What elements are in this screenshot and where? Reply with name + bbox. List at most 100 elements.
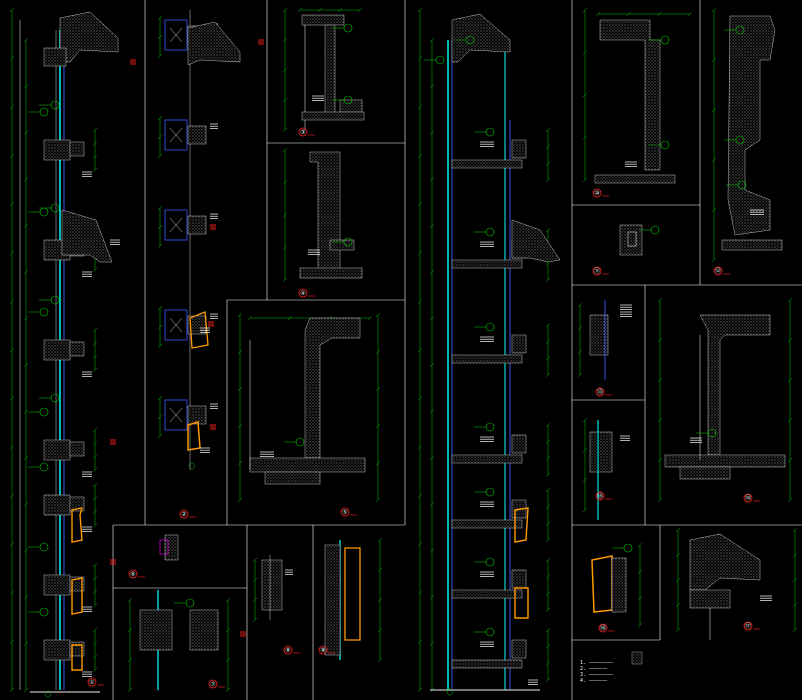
mid-cornice (61, 209, 113, 263)
dimension-tick (282, 180, 288, 185)
dimension-tick (429, 409, 435, 414)
dimension-tick (282, 212, 288, 218)
column-section (619, 224, 643, 256)
dimension-tick (545, 537, 551, 543)
dimension-tick (545, 456, 551, 461)
dimension-tick (545, 504, 551, 509)
window-head-section (511, 139, 527, 159)
dimension-tick (787, 377, 793, 383)
dimension-tick (787, 337, 793, 343)
foundation (679, 466, 731, 480)
floor-slab (451, 259, 523, 269)
dimension-tick (417, 493, 423, 498)
dimension-tick (582, 507, 588, 513)
floor-slab-section (43, 494, 71, 516)
dimension-tick (657, 417, 663, 423)
dimension-tick (657, 457, 663, 463)
dimension-tick (792, 602, 798, 608)
axis-bubble (446, 688, 454, 696)
legend-line: 2. —————— (580, 666, 608, 672)
dimension-tick (23, 223, 29, 228)
detail-mark-15: ⑮ (595, 491, 605, 501)
dimension-tick (429, 223, 435, 228)
dimension-tick (595, 11, 601, 17)
dimension-tick (417, 542, 423, 547)
cross-line (169, 27, 183, 43)
dimension-tick (317, 7, 323, 13)
detail-mark-8: ⑧ (283, 645, 293, 655)
floor-slab (451, 659, 523, 669)
dimension-tick (157, 395, 163, 401)
dimension-tick (92, 482, 98, 488)
dimension-tick (417, 153, 423, 158)
dimension-tick (675, 527, 681, 533)
dimension-tick (417, 347, 423, 353)
detail-mark-circle (743, 493, 753, 503)
legend-line: 3. ———————— (580, 672, 614, 678)
detail-mark-circle (318, 645, 328, 655)
dimension-tick (787, 457, 793, 463)
dimension-tick (711, 57, 717, 63)
dimension-tick (92, 509, 98, 514)
dimension-tick (287, 315, 293, 321)
floor-slab (451, 519, 523, 529)
dimension-tick (375, 460, 381, 466)
roof-slab (301, 14, 345, 26)
detail-mark-7: ⑦ (208, 679, 218, 689)
dimension-tick (582, 447, 588, 453)
orange-trim (514, 587, 529, 619)
dimension-tick (9, 542, 15, 547)
window-head-section (511, 569, 527, 589)
wall-section (324, 24, 336, 116)
dimension-tick (377, 537, 383, 543)
dimension-tick (577, 349, 583, 354)
orange-trim (71, 507, 83, 543)
legend-notes: 1. ———————— 2. —————— 3. ———————— 4. ———… (580, 660, 638, 684)
detail-mark-label: ⑨ (320, 647, 325, 654)
dimension-tick (297, 7, 303, 13)
detail-mark-label: ⑫ (715, 267, 721, 275)
cornice-detail (187, 21, 241, 66)
window-section (189, 609, 219, 651)
dimension-tick (92, 562, 98, 568)
dimension-tick (545, 277, 551, 283)
dimension-tick (545, 521, 551, 526)
dimension-tick (792, 627, 798, 633)
detail-mark-label: ② (181, 511, 186, 518)
dimension-tick (23, 362, 29, 368)
dimension-tick (23, 37, 29, 43)
dimension-tick (127, 597, 133, 603)
window-frame (164, 399, 188, 431)
dimension-tick (429, 548, 435, 553)
dimension-tick (92, 627, 98, 633)
floor-slab-section (43, 574, 71, 596)
dimension-tick (23, 409, 29, 414)
floor-slab (451, 454, 523, 464)
mid-cornice (511, 219, 561, 263)
dimension-tick (237, 386, 243, 392)
detail-mark-label: ③ (300, 129, 305, 136)
dimension-tick (577, 302, 583, 308)
dimension-tick (545, 472, 551, 478)
dimension-tick (157, 305, 163, 311)
dimension-tick (23, 455, 29, 461)
dimension-tick (675, 602, 681, 608)
detail-mark-label: ⑰ (745, 622, 751, 630)
window-head-section (69, 441, 85, 457)
legend-swatch (631, 651, 643, 665)
dimension-tick (157, 433, 163, 439)
dimension-tick (792, 577, 798, 583)
dimension-tick (711, 257, 717, 263)
parapet-cornice (451, 13, 511, 63)
dimension-tick (92, 589, 98, 594)
sill-section (187, 215, 207, 235)
window-section (589, 431, 613, 473)
dimension-tick (23, 177, 29, 182)
dimension-tick (92, 467, 98, 473)
detail-mark-12: ⑫ (713, 266, 723, 276)
dimension-tick (792, 527, 798, 533)
dimension-tick (23, 594, 29, 600)
dimension-tick (429, 84, 435, 89)
dimension-tick (377, 567, 383, 573)
